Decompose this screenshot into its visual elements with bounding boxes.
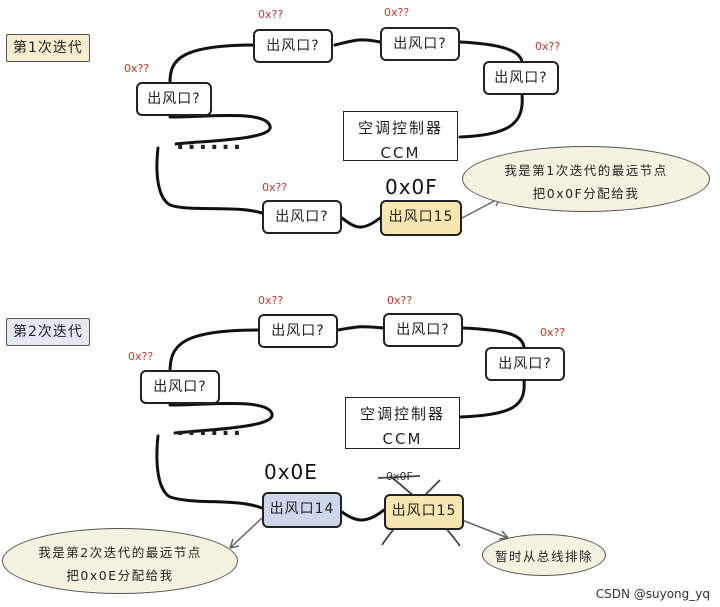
watermark: CSDN @suyong_yq (595, 587, 710, 601)
node-1-3-address: 0x?? (384, 6, 410, 19)
node-2-6: 出风口15 (384, 494, 464, 530)
node-1-2: 出风口? (253, 29, 333, 63)
callout-1-line2: 把0x0F分配给我 (532, 186, 640, 201)
node-1-2-address: 0x?? (258, 8, 284, 21)
arrow-callout-2 (229, 517, 263, 549)
wire-2a (168, 328, 260, 374)
node-2-3-address: 0x?? (387, 294, 413, 307)
ccm-box-2: 空调控制器 CCM (345, 397, 460, 449)
node-2-4-address: 0x?? (540, 326, 566, 339)
removed-note: 暂时从总线排除 (482, 534, 606, 576)
wire-2c (461, 326, 526, 349)
callout-2-line1: 我是第2次迭代的最远节点 (38, 545, 202, 560)
wire-1b (333, 38, 382, 47)
arrow-removed (461, 519, 509, 539)
node-1-6: 出风口15 (380, 200, 462, 236)
node-1-4-address: 0x?? (535, 40, 561, 53)
wire-1f (155, 146, 264, 215)
node-2-5: 出风口14 (262, 492, 342, 528)
ccm-1-code: CCM (380, 144, 421, 162)
node-1-5: 出风口? (262, 200, 342, 234)
ccm-2-name: 空调控制器 (359, 405, 445, 423)
wire-2b (336, 325, 385, 332)
callout-2-line2: 把0x0E分配给我 (66, 568, 174, 583)
node-2-3: 出风口? (383, 313, 463, 347)
strike-address (377, 475, 421, 479)
node-2-5-address: 0x0E (264, 460, 318, 484)
removed-note-text: 暂时从总线排除 (494, 549, 593, 564)
wire-1g (340, 216, 382, 229)
wire-1e (168, 113, 272, 146)
node-2-2: 出风口? (258, 314, 338, 348)
iteration-1-label: 第1次迭代 (6, 34, 90, 62)
wire-1c (458, 40, 524, 64)
wire-1a (168, 43, 257, 84)
ccm-2-code: CCM (382, 430, 423, 448)
node-2-1-address: 0x?? (128, 350, 154, 363)
iteration-2-label: 第2次迭代 (6, 318, 90, 346)
wire-1d (458, 92, 524, 139)
callout-1-line1: 我是第1次迭代的最远节点 (504, 163, 668, 178)
callout-2: 我是第2次迭代的最远节点 把0x0E分配给我 (2, 528, 238, 594)
ellipsis-2: ...... (176, 416, 245, 441)
wire-2g (340, 508, 386, 522)
callout-1: 我是第1次迭代的最远节点 把0x0F分配给我 (462, 146, 710, 212)
node-1-1: 出风口? (136, 82, 212, 116)
node-1-1-address: 0x?? (124, 62, 150, 75)
node-1-4: 出风口? (483, 61, 559, 95)
node-1-6-address: 0x0F (385, 175, 438, 199)
node-2-2-address: 0x?? (258, 294, 284, 307)
node-1-3: 出风口? (380, 27, 460, 61)
ccm-1-name: 空调控制器 (357, 119, 443, 137)
node-2-4: 出风口? (485, 347, 565, 381)
arrow-callout-1 (461, 197, 501, 219)
wire-2f (155, 434, 264, 510)
ccm-box-1: 空调控制器 CCM (343, 111, 458, 162)
node-2-1: 出风口? (140, 370, 220, 404)
wire-2d (458, 378, 526, 419)
node-1-5-address: 0x?? (262, 181, 288, 194)
node-2-6-address: 0x0F (386, 470, 413, 483)
ellipsis-1: ...... (176, 130, 245, 155)
